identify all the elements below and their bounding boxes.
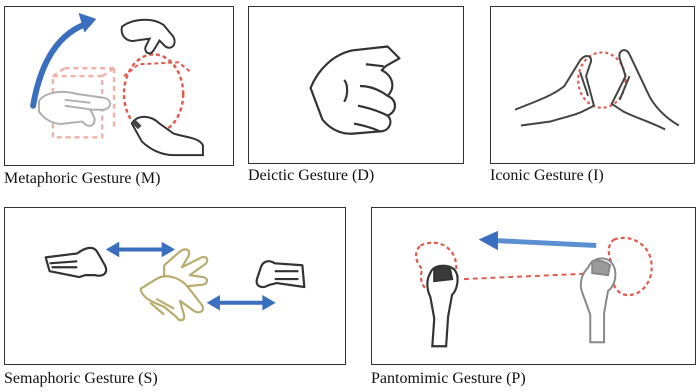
right-fist-icon: [581, 258, 616, 342]
metaphoric-gesture-panel: [4, 6, 234, 166]
iconic-gesture-panel: [490, 6, 695, 164]
semaphoric-illustration: [5, 208, 345, 364]
shape-outline: [578, 52, 625, 107]
double-arrow-top-icon: [107, 243, 174, 257]
semaphoric-gesture-panel: [4, 207, 346, 365]
pantomimic-gesture-panel: [371, 207, 696, 365]
iconic-caption: Iconic Gesture (I): [490, 167, 604, 185]
right-hand-icon: [612, 50, 679, 129]
double-arrow-bottom-icon: [208, 296, 275, 310]
pointing-hand-icon: [311, 46, 400, 133]
spread-hands-icon: [140, 249, 207, 320]
deictic-illustration: [249, 7, 463, 163]
left-fist-icon: [427, 266, 457, 346]
metaphoric-illustration: [5, 7, 233, 165]
faded-hand-icon: [39, 92, 110, 126]
lower-hand-icon: [132, 117, 203, 155]
metaphoric-caption: Metaphoric Gesture (M): [4, 170, 160, 188]
pantomimic-illustration: [372, 208, 695, 364]
right-open-hand-icon: [257, 261, 305, 287]
upper-hand-icon: [122, 20, 175, 54]
semaphoric-caption: Semaphoric Gesture (S): [4, 370, 158, 388]
iconic-illustration: [491, 7, 694, 163]
left-open-hand-icon: [46, 248, 106, 277]
left-arrow-icon: [480, 232, 597, 250]
motion-path-line: [464, 273, 598, 279]
right-grasp-outline: [609, 238, 652, 295]
pantomimic-caption: Pantomimic Gesture (P): [371, 370, 526, 388]
deictic-gesture-panel: [248, 6, 464, 164]
deictic-caption: Deictic Gesture (D): [248, 167, 374, 185]
